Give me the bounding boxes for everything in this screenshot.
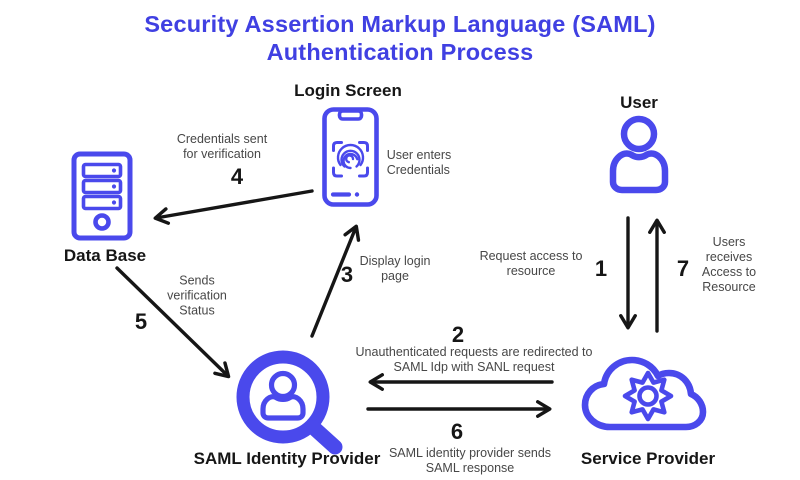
step-label-5: Sends verification Status bbox=[167, 273, 227, 318]
step-number-1: 1 bbox=[594, 256, 608, 281]
step-number-4: 4 bbox=[230, 164, 244, 189]
step-label-2: Unauthenticated requests are redirected … bbox=[355, 345, 593, 374]
server-tower-icon bbox=[71, 151, 133, 241]
person-icon bbox=[609, 115, 669, 194]
step-label-1: Request access to resource bbox=[479, 249, 583, 278]
arrow-step-4 bbox=[153, 189, 314, 225]
saml-idp-label: SAML Identity Provider bbox=[193, 449, 381, 468]
arrow-step-3 bbox=[310, 224, 361, 338]
login-screen-label: Login Screen bbox=[294, 81, 402, 100]
user-label: User bbox=[620, 93, 658, 112]
smartphone-fingerprint-icon bbox=[322, 107, 379, 207]
magnifier-person-icon bbox=[236, 350, 343, 455]
step-number-3: 3 bbox=[340, 262, 354, 287]
service-provider-label: Service Provider bbox=[580, 449, 716, 468]
step-label-7: Users receives Access to Resource bbox=[701, 235, 757, 294]
cloud-gear-icon bbox=[581, 356, 707, 431]
page-title: Security Assertion Markup Language (SAML… bbox=[144, 11, 656, 65]
step-number-2: 2 bbox=[451, 322, 465, 347]
step-label-4: Credentials sent for verification bbox=[176, 132, 268, 161]
step-number-5: 5 bbox=[134, 309, 148, 334]
database-label: Data Base bbox=[63, 246, 147, 265]
step-label-3: Display login page bbox=[359, 254, 431, 283]
step-number-6: 6 bbox=[450, 419, 464, 444]
step-label-6: SAML identity provider sends SAML respon… bbox=[388, 446, 552, 475]
user-enters-credentials-label: User enters Credentials bbox=[386, 148, 452, 177]
arrow-step-5 bbox=[115, 266, 231, 379]
gear-icon bbox=[622, 370, 674, 422]
step-number-7: 7 bbox=[676, 256, 690, 281]
